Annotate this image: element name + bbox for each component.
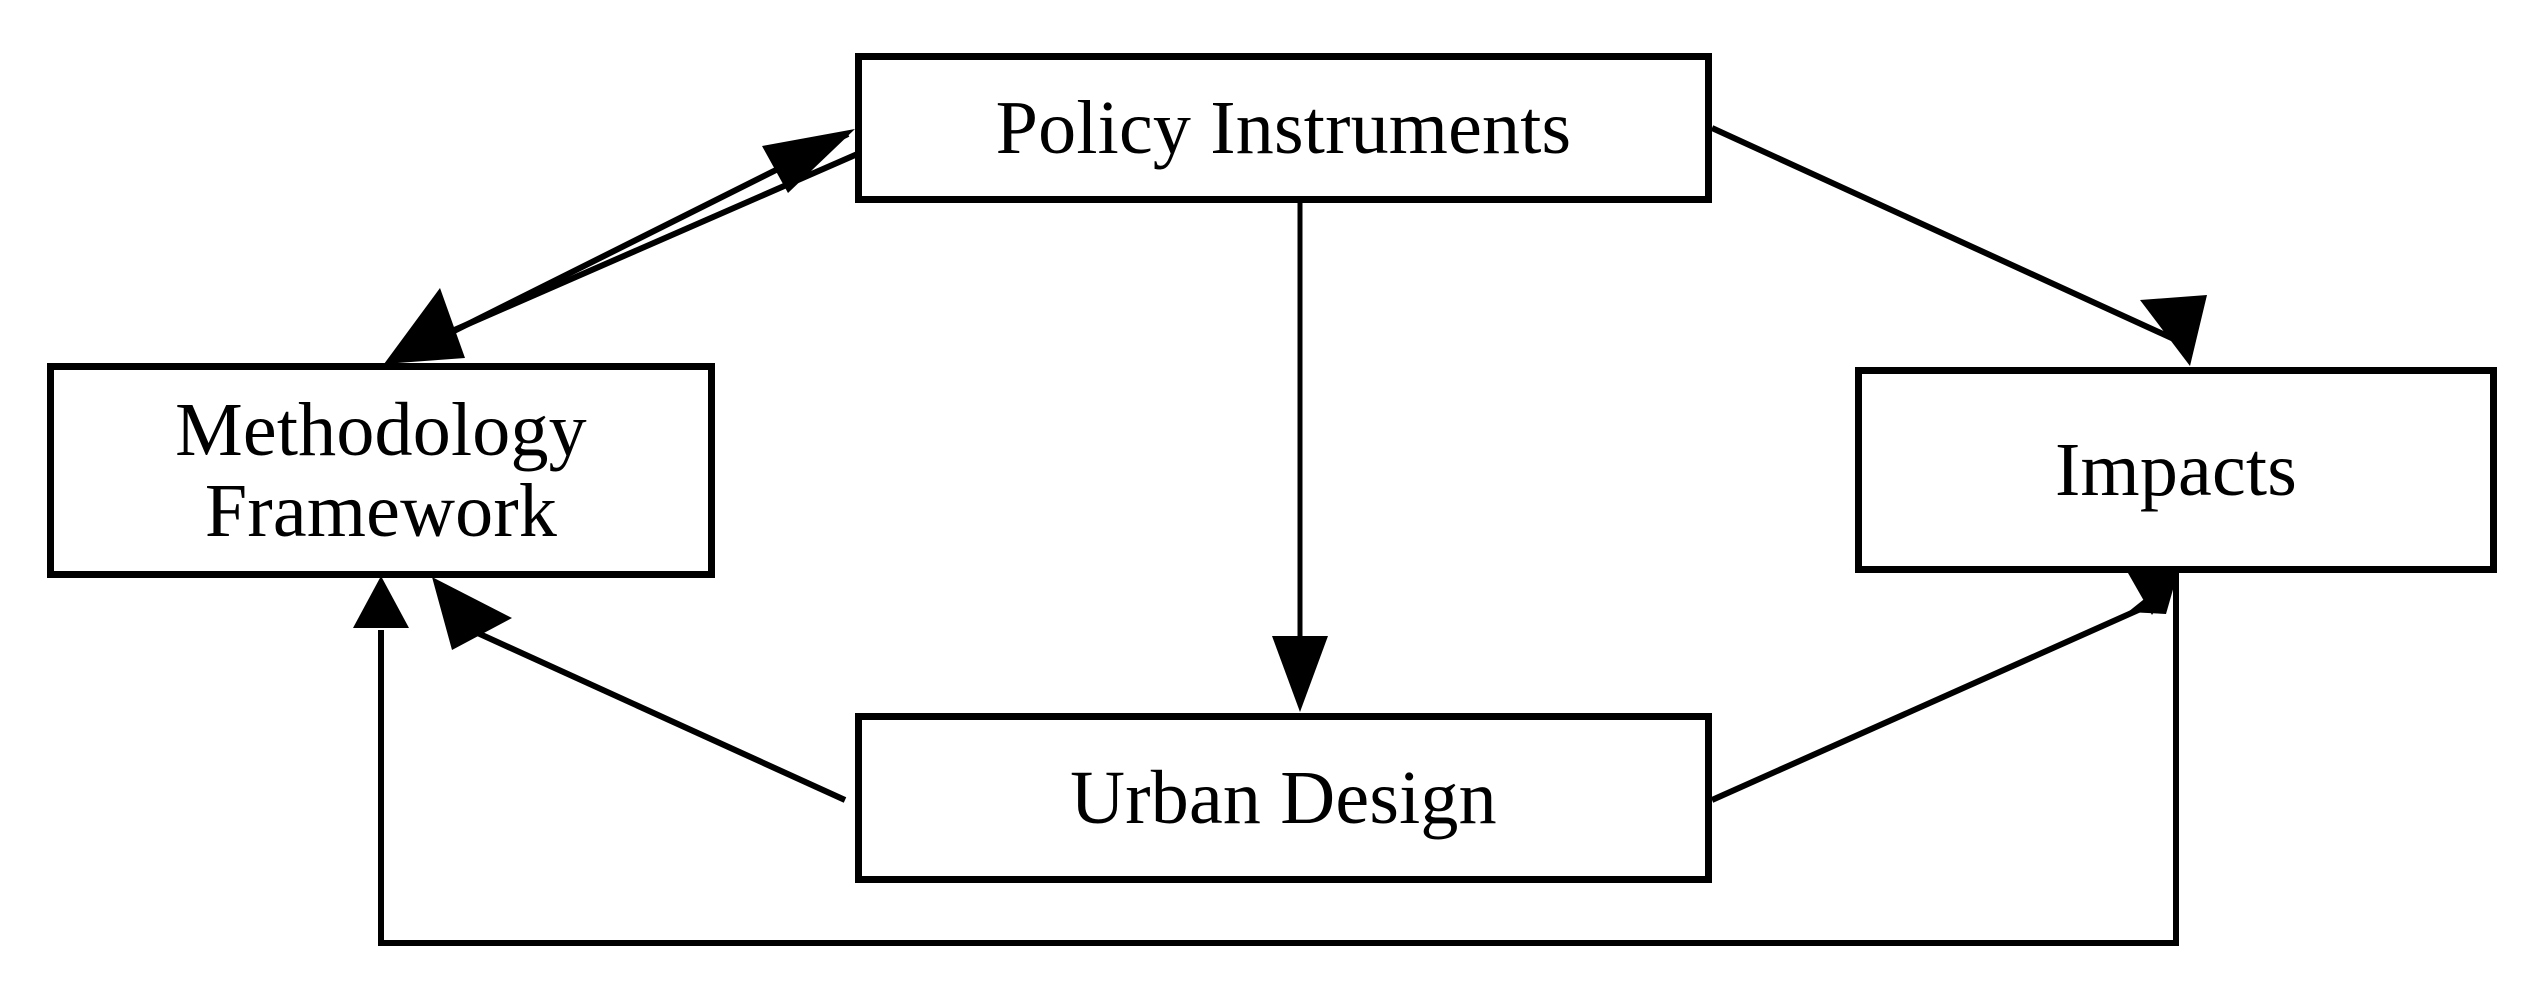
node-methodology-framework[interactable]: Methodology Framework — [47, 363, 715, 578]
edge-impacts-to-methodology — [353, 573, 2179, 946]
node-policy-instruments[interactable]: Policy Instruments — [855, 53, 1712, 203]
node-policy-instruments-label: Policy Instruments — [995, 85, 1572, 170]
node-impacts-label: Impacts — [2055, 427, 2297, 512]
node-impacts[interactable]: Impacts — [1855, 367, 2497, 573]
edge-policy-to-urban-design — [1272, 203, 1328, 712]
node-urban-design-label: Urban Design — [1070, 755, 1497, 840]
node-methodology-framework-label: Methodology Framework — [175, 387, 587, 553]
edge-urban-design-to-methodology — [432, 577, 847, 803]
edge-policy-to-methodology — [384, 149, 864, 364]
node-urban-design[interactable]: Urban Design — [855, 713, 1712, 883]
edge-urban-design-to-impacts — [1710, 572, 2178, 803]
edge-policy-to-impacts — [1710, 125, 2207, 366]
